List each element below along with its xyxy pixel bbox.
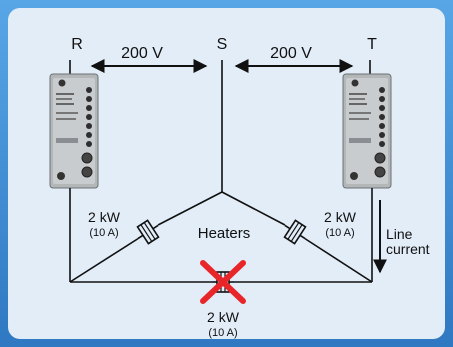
heater-right-power: 2 kW	[324, 209, 357, 225]
wire-left-diag-upper	[157, 191, 223, 226]
heaters-label: Heaters	[198, 225, 251, 242]
phase-t-label: T	[367, 36, 377, 53]
wire-left-diag-lower	[69, 237, 140, 283]
heater-bottom-power: 2 kW	[207, 309, 240, 325]
relay-left	[49, 60, 99, 189]
phase-r-label: R	[71, 36, 83, 53]
phase-s-label: S	[217, 36, 228, 53]
wire-right-diag-upper	[221, 191, 286, 226]
failure-cross-icon	[200, 260, 246, 304]
heater-right-symbol	[281, 219, 309, 245]
voltage-left-label: 200 V	[121, 45, 163, 62]
heater-left-symbol	[134, 219, 162, 245]
relay-right	[342, 60, 392, 189]
line-current-label-line1: Line	[386, 226, 413, 242]
heater-left-current: (10 A)	[89, 227, 118, 239]
line-current-label-line2: current	[386, 241, 430, 257]
heater-bottom-current: (10 A)	[208, 327, 237, 339]
voltage-right-label: 200 V	[270, 45, 312, 62]
heater-left-power: 2 kW	[88, 209, 121, 225]
heater-right-current: (10 A)	[325, 227, 354, 239]
wire-right-diag-lower	[303, 237, 373, 283]
